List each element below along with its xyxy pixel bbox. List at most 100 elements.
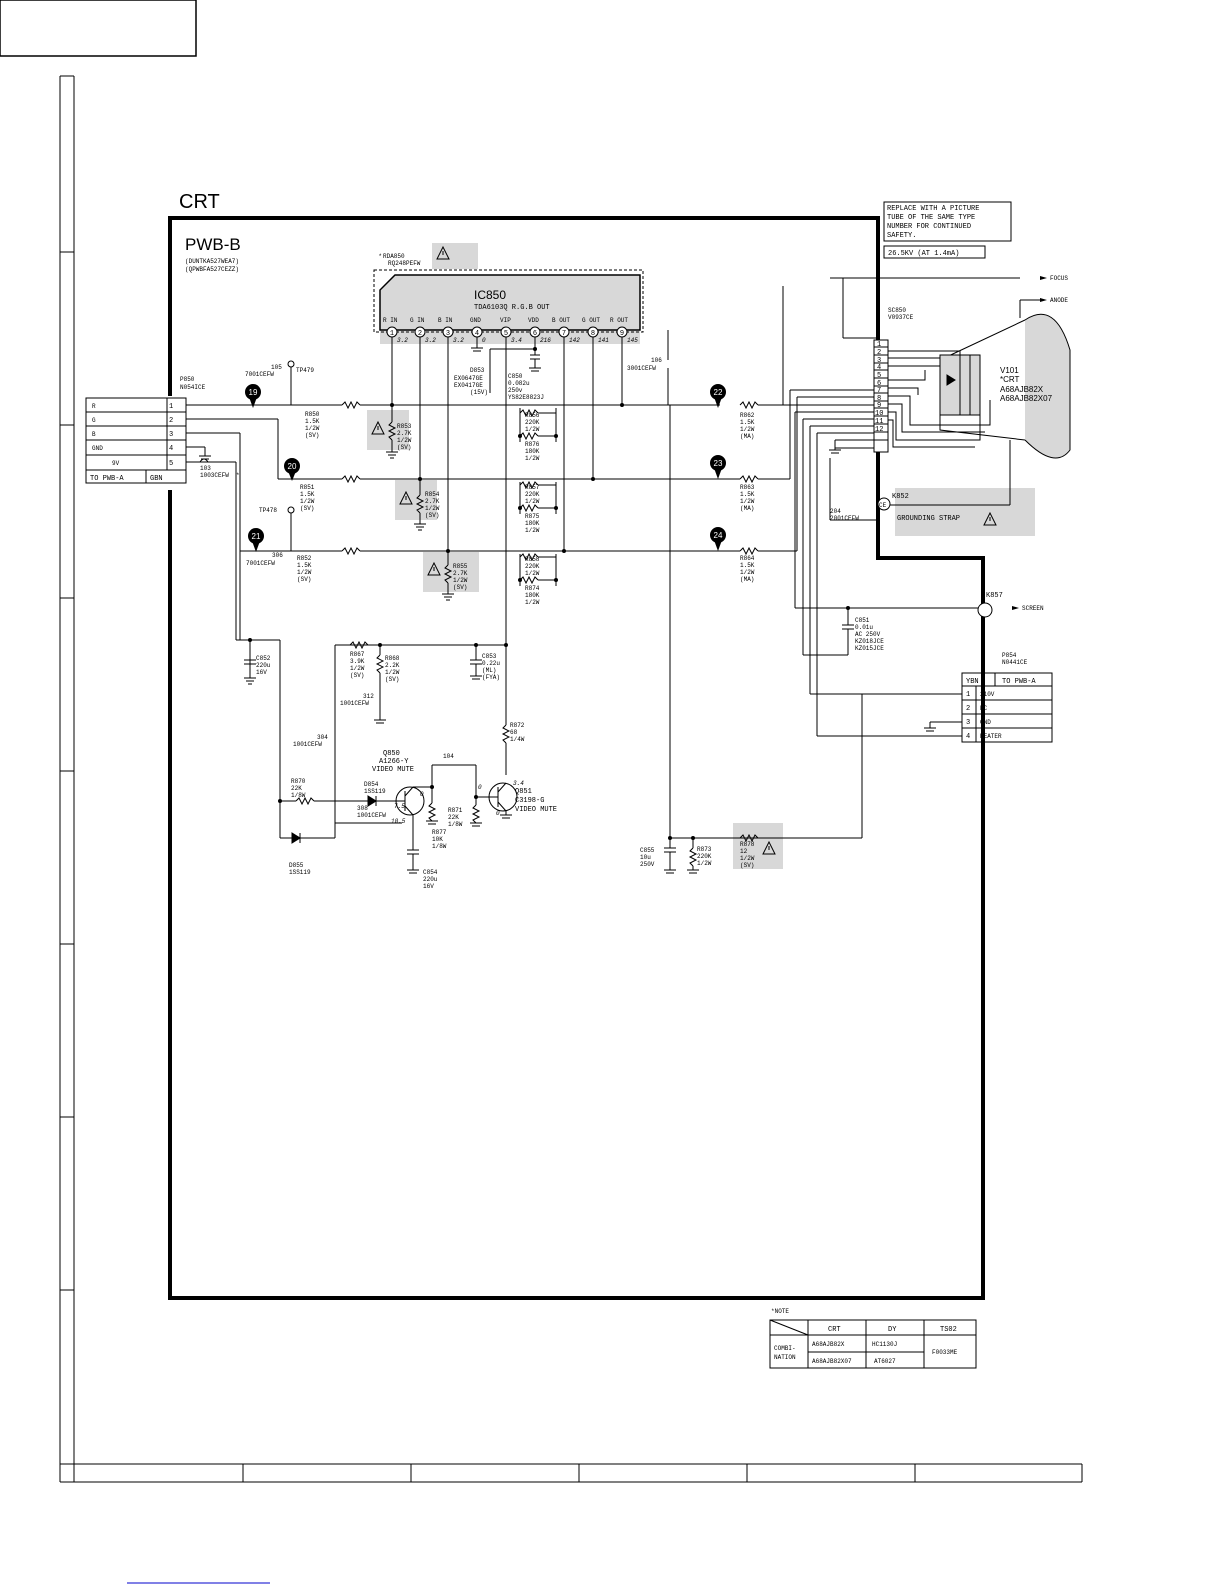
socket-pin: 4	[877, 364, 881, 372]
ground-icon	[470, 675, 482, 680]
p850-footer-to: TO PWB-A	[90, 475, 124, 483]
tp-number: 19	[249, 388, 258, 397]
ground-icon	[244, 677, 256, 685]
label-r867-sv: (SV)	[350, 672, 364, 679]
label-r856: R856	[525, 412, 540, 419]
label-r872: R872	[510, 722, 525, 729]
p850-pin: 5	[169, 460, 173, 468]
q850-voltage: 0	[420, 791, 424, 798]
transistor-labels: Q850 A1266-Y VIDEO MUTE Q851 C3198-G VID…	[372, 750, 557, 814]
label-r864: R864	[740, 555, 755, 562]
label-r850-val: 1.5K	[305, 418, 320, 425]
unit-code-1: (DUNTKA527WEA7)	[185, 258, 239, 265]
k857-terminal	[977, 602, 993, 618]
combination-cell: AT6027	[874, 1358, 896, 1365]
label-c851-v: AC 250V	[855, 631, 881, 638]
screen-label: SCREEN	[1022, 605, 1044, 612]
test-point-23: 23	[710, 455, 726, 479]
label-r858: R858	[525, 556, 540, 563]
focus-label: FOCUS	[1050, 275, 1068, 282]
combination-cell: A68AJB82X	[812, 1341, 845, 1348]
ground-icon	[407, 869, 419, 874]
socket-pin: 10	[875, 410, 883, 418]
safety-notice: REPLACE WITH A PICTURE TUBE OF THE SAME …	[883, 201, 1012, 259]
label-r876-val: 180K	[525, 448, 540, 455]
k852-label: K852	[892, 493, 909, 501]
label-c853-val: 0.22u	[482, 660, 500, 667]
label-j105: 105	[271, 364, 282, 371]
page-frame	[0, 0, 1083, 1584]
label-j306-part: 7001CEFW	[246, 560, 275, 567]
label-j312-part: 1001CEFW	[340, 700, 369, 707]
label-j103-part: 1003CEFW	[200, 472, 229, 479]
ic850-ref: IC850	[474, 288, 506, 302]
label-c850-val: 0.082u	[508, 380, 530, 387]
p850-row-name: G	[92, 417, 96, 424]
ground-icon	[414, 523, 426, 531]
label-c854-v: 16V	[423, 883, 434, 890]
label-r856-w: 1/2W	[525, 426, 540, 433]
label-r877: R877	[432, 829, 447, 836]
ic850-pin-numbers: 1 2 3 4 5 6 7 8 9	[390, 330, 624, 338]
crt-ref: V101	[1000, 366, 1019, 375]
label-r852-sv: (SV)	[297, 576, 311, 583]
ground-icon	[374, 719, 386, 724]
label-r852-w: 1/2W	[297, 569, 312, 576]
tp-number: 24	[714, 531, 723, 540]
label-tp478: TP478	[259, 507, 277, 514]
crt-part: A68AJB82X	[1000, 385, 1044, 394]
label-d853-v: (15V)	[470, 389, 488, 396]
label-q850-func: VIDEO MUTE	[372, 766, 414, 774]
label-j304-part: 1001CEFW	[293, 741, 322, 748]
label-c855-v: 250V	[640, 861, 655, 868]
pin-label: GND	[470, 317, 481, 324]
label-c850-part: YS82E8823J	[508, 394, 544, 401]
ground-icon	[386, 451, 398, 459]
combination-cell: HC1130J	[872, 1341, 897, 1348]
label-c852: C852	[256, 655, 271, 662]
pin-num: 1	[390, 330, 394, 338]
label-j106-part: 3001CEFW	[627, 365, 656, 372]
ground-icon	[470, 822, 482, 827]
label-r857: R857	[525, 484, 540, 491]
p850-pin: 3	[169, 431, 173, 439]
p854-pin: 1	[966, 691, 970, 699]
q851-voltage: 0	[478, 784, 482, 791]
label-r854-w: 1/2W	[425, 505, 440, 512]
label-j105-part: 7001CEFW	[245, 371, 274, 378]
p854-pin: 3	[966, 719, 970, 727]
label-j103-star: *	[236, 472, 240, 479]
test-point-21: 21	[248, 528, 264, 552]
socket-pin: 6	[877, 380, 881, 388]
socket-pin: 7	[877, 387, 881, 395]
label-r852: R852	[297, 555, 312, 562]
p850-ref: P850	[180, 376, 195, 383]
socket-pin: 3	[877, 357, 881, 365]
safety-shading	[367, 243, 1035, 869]
label-r876-w: 1/2W	[525, 455, 540, 462]
label-r875-val: 180K	[525, 520, 540, 527]
label-j308: 308	[357, 805, 368, 812]
test-point-24: 24	[710, 527, 726, 551]
label-j304: 304	[317, 734, 328, 741]
label-r862-val: 1.5K	[740, 419, 755, 426]
ic850-part: TDA6103Q R.G.B OUT	[474, 304, 550, 312]
label-r872-val: 68	[510, 729, 518, 736]
warning-icon	[436, 245, 450, 260]
label-r855-sv: (SV)	[453, 584, 467, 591]
safety-line: NUMBER FOR CONTINUED	[887, 223, 971, 231]
label-r871-val: 22K	[448, 814, 459, 821]
test-point-20: 20	[284, 458, 300, 481]
pin-num: 6	[533, 330, 537, 338]
safety-line: SAFETY.	[887, 232, 916, 240]
pin-label: R OUT	[610, 317, 628, 324]
label-j204-part: 2001CEFW	[830, 515, 859, 522]
note-label: *NOTE	[771, 1308, 789, 1315]
label-j312: 312	[363, 693, 374, 700]
label-r878-val: 12	[740, 848, 748, 855]
label-r878-w: 1/2W	[740, 855, 755, 862]
label-r867: R867	[350, 651, 365, 658]
ic850-pin-labels: R IN G IN B IN GND VIP VDD B OUT G OUT R…	[383, 317, 628, 324]
label-r868: R868	[385, 655, 400, 662]
ground-icon	[664, 869, 676, 874]
